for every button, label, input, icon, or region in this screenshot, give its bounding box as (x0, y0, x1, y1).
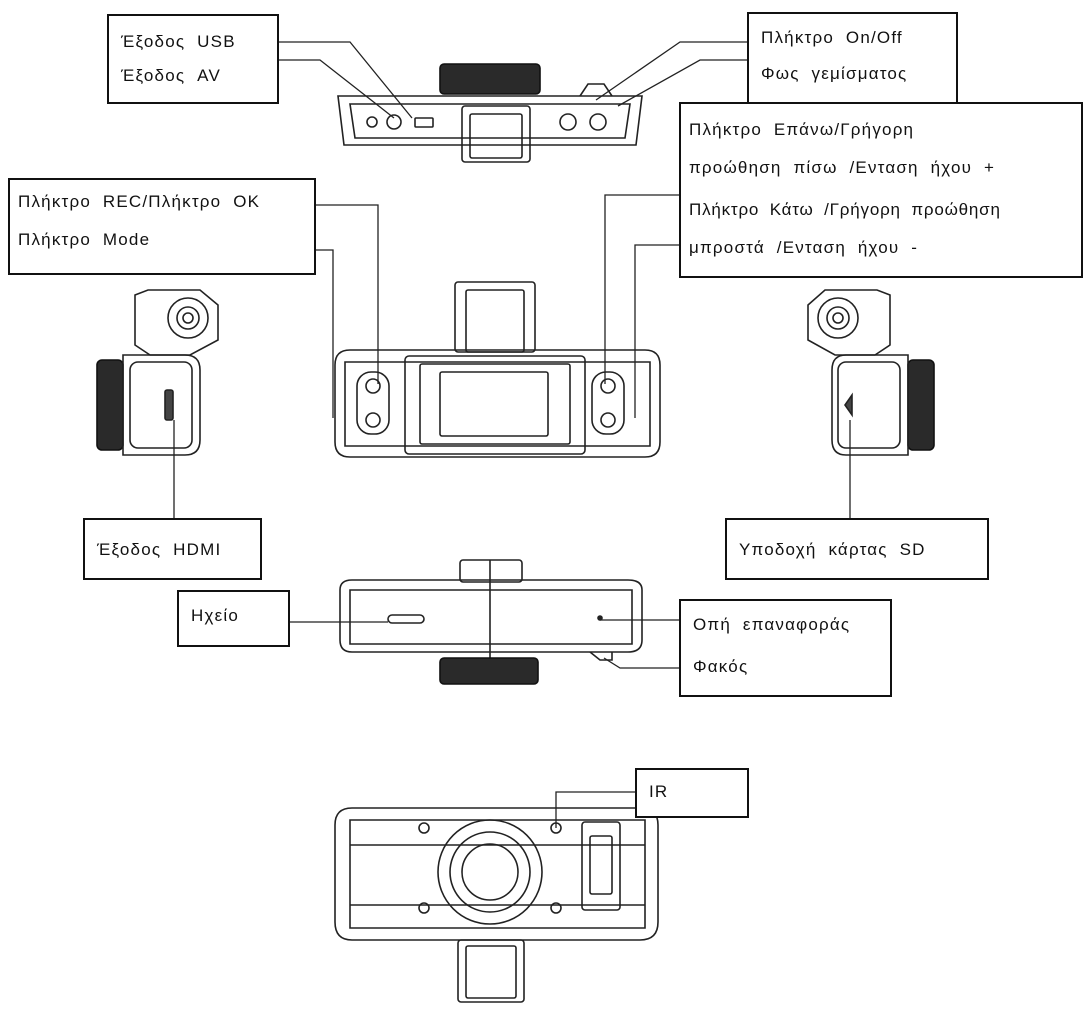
usb-out-label: Έξοδος USB (121, 32, 236, 51)
ir-label-box: IR (635, 768, 749, 818)
av-out-label: Έξοδος AV (121, 66, 221, 85)
rec-ok-key-label: Πλήκτρο REC/Πλήκτρο OK (18, 192, 261, 211)
power-key-label: Πλήκτρο On/Off (761, 28, 903, 47)
leader-lines (173, 41, 851, 828)
hdmi-label-box: Έξοδος HDMI (83, 518, 262, 580)
sd-slot-label-box: Υποδοχή κάρτας SD (725, 518, 989, 580)
speaker-label: Ηχείο (191, 606, 240, 625)
ir-label: IR (649, 782, 669, 801)
top-view-drawing (337, 63, 643, 163)
reset-lens-label-box: Οπή επαναφοράς Φακός (679, 599, 892, 697)
charge-light-label: Φως γεμίσματος (761, 64, 908, 83)
up-down-label-box: Πλήκτρο Επάνω/Γρήγορη προώθηση πίσω /Εντ… (679, 102, 1083, 278)
right-side-drawing (807, 289, 935, 456)
reset-hole-label: Οπή επαναφοράς (693, 615, 851, 634)
down-key-line1: Πλήκτρο Κάτω /Γρήγορη προώθηση (689, 200, 1001, 219)
usb-av-label-box: Έξοδος USB Έξοδος AV (107, 14, 279, 104)
lens-view-drawing (334, 807, 659, 1003)
power-charge-label-box: Πλήκτρο On/Off Φως γεμίσματος (747, 12, 958, 104)
down-key-line2: μπροστά /Ενταση ήχου - (689, 238, 919, 257)
lens-label: Φακός (693, 657, 749, 676)
hdmi-out-label: Έξοδος HDMI (97, 540, 222, 559)
front-view-drawing (334, 281, 661, 458)
rec-mode-label-box: Πλήκτρο REC/Πλήκτρο OK Πλήκτρο Mode (8, 178, 316, 275)
up-key-line2: προώθηση πίσω /Ενταση ήχου + (689, 158, 996, 177)
left-side-drawing (96, 289, 219, 456)
sd-slot-label: Υποδοχή κάρτας SD (739, 540, 926, 559)
up-key-line1: Πλήκτρο Επάνω/Γρήγορη (689, 120, 915, 139)
bottom-view-drawing (339, 559, 643, 685)
mode-key-label: Πλήκτρο Mode (18, 230, 151, 249)
speaker-label-box: Ηχείο (177, 590, 290, 647)
